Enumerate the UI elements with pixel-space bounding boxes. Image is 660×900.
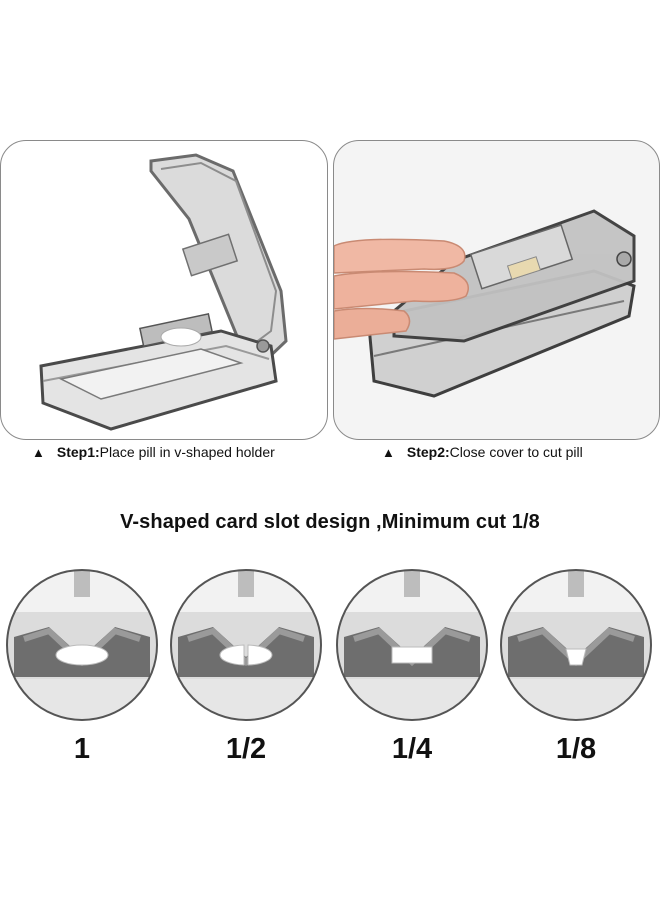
triangle-icon: ▲: [382, 444, 395, 460]
step1-caption: ▲ Step1:Place pill in v-shaped holder: [32, 444, 275, 460]
step1-photo-panel: [0, 140, 328, 440]
cut-label-quarter: 1/4: [391, 733, 433, 765]
cut-label-eighth: 1/8: [555, 733, 597, 765]
step2-label: Step2:: [406, 444, 450, 460]
step1-label: Step1:: [56, 444, 100, 460]
cut-label-half: 1/2: [225, 733, 267, 765]
step2-caption: ▲ Step2:Close cover to cut pill: [382, 444, 583, 460]
cut-eighth-closeup: [498, 567, 654, 723]
step2-text: Close cover to cut pill: [449, 444, 583, 460]
cut-quarter-closeup: [334, 567, 490, 723]
step2-photo-panel: [333, 140, 660, 440]
cut-whole-closeup: [4, 567, 160, 723]
cut-label-1: 1: [73, 733, 91, 765]
open-pill-cutter-image: [39, 153, 288, 431]
cut-half-closeup: [168, 567, 324, 723]
closed-pill-cutter-image: [334, 209, 636, 398]
headline: V-shaped card slot design ,Minimum cut 1…: [120, 511, 540, 533]
step1-text: Place pill in v-shaped holder: [99, 444, 275, 460]
triangle-icon: ▲: [32, 444, 45, 460]
